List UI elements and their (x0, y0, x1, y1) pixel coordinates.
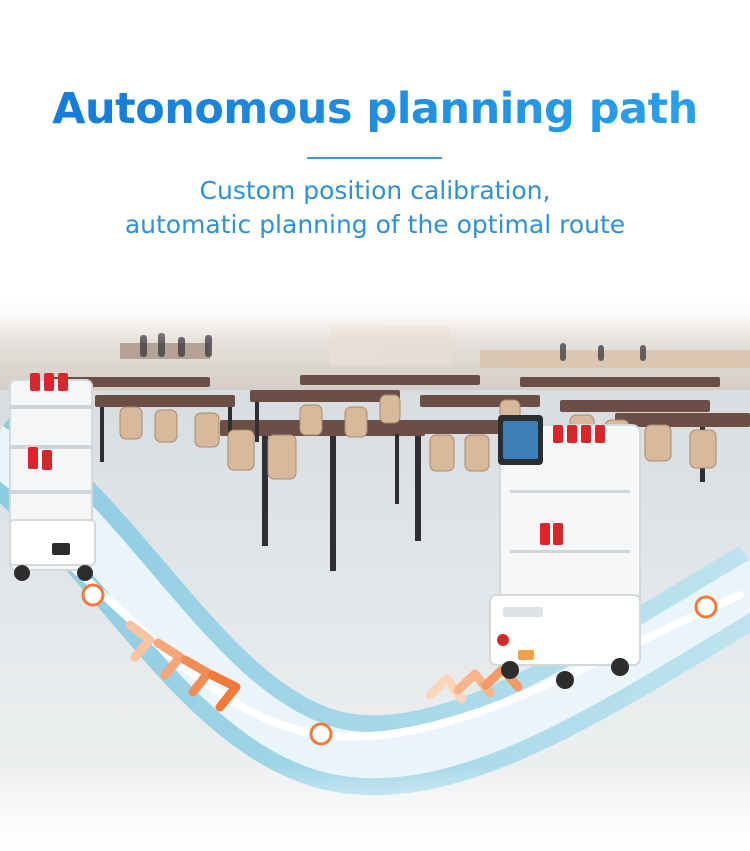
chevron-right-icon (125, 620, 155, 662)
waypoint-marker (309, 722, 333, 746)
title-divider (307, 157, 442, 159)
people-silhouettes (140, 333, 646, 361)
restaurant-scene-illustration (0, 295, 750, 851)
chevron-right-icon (207, 670, 241, 712)
waypoint-marker (694, 595, 718, 619)
page-title: Autonomous planning path (0, 84, 750, 134)
top-fade (0, 295, 750, 340)
soda-cans (28, 373, 68, 470)
service-robot-right (489, 415, 641, 689)
subtitle-line-2: automatic planning of the optimal route (124, 210, 626, 239)
subtitle-line-1: Custom position calibration, (199, 176, 551, 205)
back-counter (120, 325, 750, 368)
service-robot-left (9, 373, 96, 581)
bottom-fade (0, 765, 750, 851)
header-section: Autonomous planning path Custom position… (0, 0, 750, 300)
chevron-right-icon (153, 638, 185, 680)
direction-chevrons (125, 620, 523, 712)
soda-cans (540, 425, 605, 545)
waypoint-marker (81, 583, 105, 607)
waypoint-markers (81, 583, 718, 746)
lane-band-inner (0, 426, 750, 779)
